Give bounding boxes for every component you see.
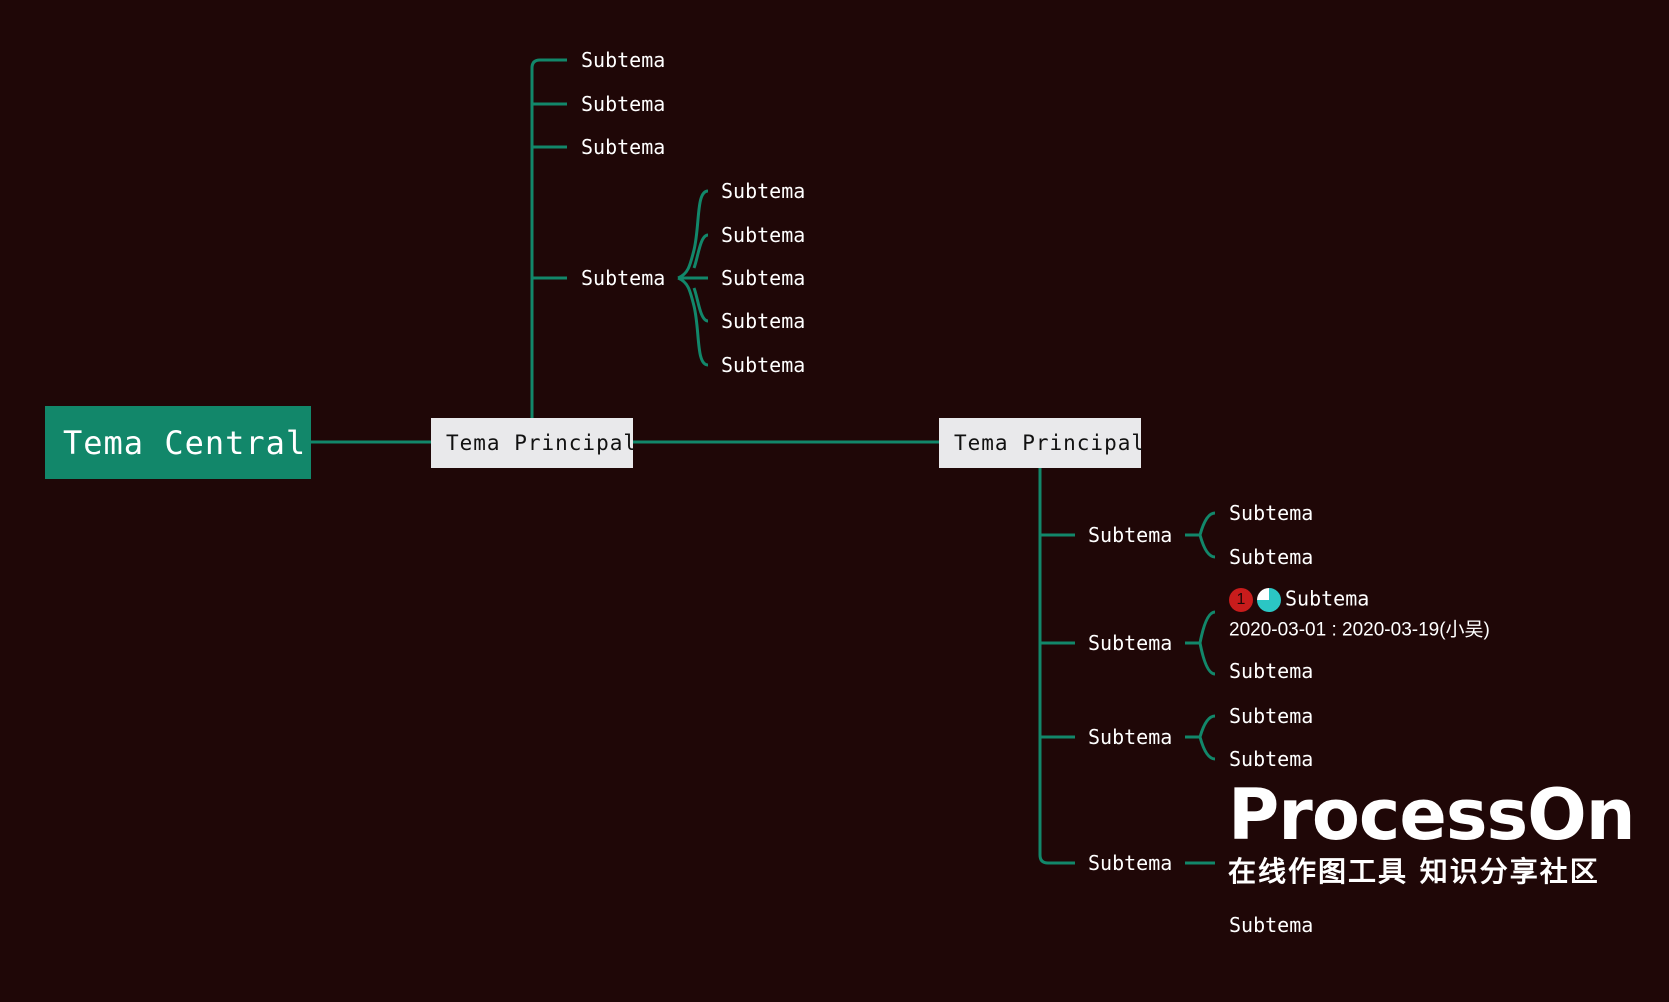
progress-75-icon bbox=[1257, 588, 1281, 612]
watermark-brand: ProcessOn bbox=[1228, 774, 1636, 856]
group2-subtopic-1: Subtema bbox=[1285, 586, 1370, 611]
nested-subtopic-1[interactable]: Subtema bbox=[721, 179, 806, 203]
group1-subtopic-1[interactable]: Subtema bbox=[1229, 501, 1314, 525]
branch1-subtopic-4[interactable]: Subtema bbox=[581, 266, 666, 290]
group1-subtopic-2[interactable]: Subtema bbox=[1229, 545, 1314, 569]
branch2-subtopic-4[interactable]: Subtema bbox=[1088, 851, 1173, 875]
group2-subtopic-2[interactable]: Subtema bbox=[1229, 659, 1314, 683]
branch2-subtopic-1[interactable]: Subtema bbox=[1088, 523, 1173, 547]
task-date-range: 2020-03-01 : 2020-03-19(小吴) bbox=[1229, 619, 1490, 641]
central-topic[interactable]: Tema Central bbox=[45, 406, 311, 479]
main-topic-right[interactable]: Tema Principal bbox=[939, 418, 1144, 468]
group3-subtopic-2[interactable]: Subtema bbox=[1229, 747, 1314, 771]
branch1-subtopic-3[interactable]: Subtema bbox=[581, 135, 666, 159]
group4-subtopic-1[interactable]: Subtema bbox=[1229, 913, 1314, 937]
nested-subtopic-4[interactable]: Subtema bbox=[721, 309, 806, 333]
watermark-tagline: 在线作图工具 知识分享社区 bbox=[1228, 855, 1600, 888]
nested-subtopic-3[interactable]: Subtema bbox=[721, 266, 806, 290]
branch2-subtopic-3[interactable]: Subtema bbox=[1088, 725, 1173, 749]
main-topic-left[interactable]: Tema Principal bbox=[431, 418, 636, 468]
nested-subtopic-5[interactable]: Subtema bbox=[721, 353, 806, 377]
nested-subtopic-2[interactable]: Subtema bbox=[721, 223, 806, 247]
branch1-subtopic-2[interactable]: Subtema bbox=[581, 92, 666, 116]
processon-watermark: ProcessOn 在线作图工具 知识分享社区 bbox=[1228, 774, 1636, 888]
group3-subtopic-1[interactable]: Subtema bbox=[1229, 704, 1314, 728]
group2-subtopic-1-row[interactable]: 1 Subtema bbox=[1229, 588, 1369, 612]
branch1-subtopic-1[interactable]: Subtema bbox=[581, 48, 666, 72]
priority-1-icon: 1 bbox=[1229, 588, 1253, 612]
branch2-subtopic-2[interactable]: Subtema bbox=[1088, 631, 1173, 655]
